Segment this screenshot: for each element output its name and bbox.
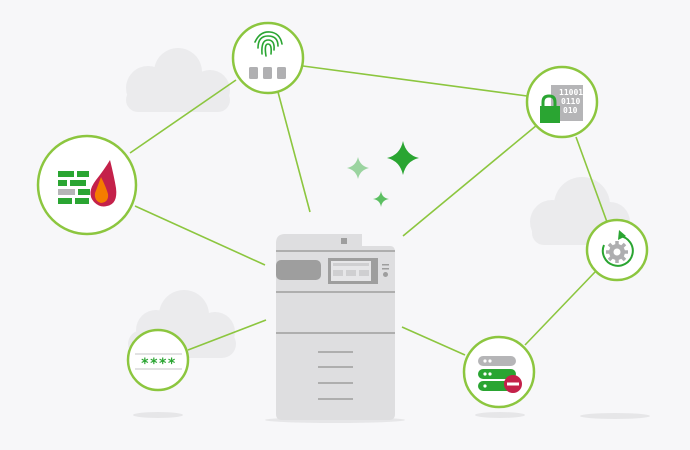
binary-line-3: 010	[563, 106, 578, 115]
fingerprint-node	[231, 21, 305, 95]
sparkle-large-icon	[387, 141, 419, 175]
connector-lines	[129, 65, 608, 356]
server-block-icon	[478, 356, 522, 393]
multifunction-printer-icon	[276, 234, 395, 420]
fingerprint-icon	[249, 31, 286, 79]
output-tray	[276, 260, 321, 280]
sparkle-light-icon	[347, 157, 369, 179]
binary-line-2: 0110	[561, 97, 580, 106]
password-mask: ****	[141, 356, 177, 372]
encrypted-data-lock-icon: 11001 0110 010	[540, 85, 583, 123]
password-node	[126, 328, 190, 392]
password-icon: ****	[135, 353, 182, 372]
sparkles	[347, 141, 419, 207]
binary-line-1: 11001	[559, 88, 583, 97]
cloud-top-left	[126, 48, 230, 112]
firewall-icon	[58, 160, 117, 207]
sparkle-small-icon	[373, 191, 389, 207]
firewall-node	[36, 134, 138, 236]
gear-refresh-icon	[601, 230, 634, 267]
